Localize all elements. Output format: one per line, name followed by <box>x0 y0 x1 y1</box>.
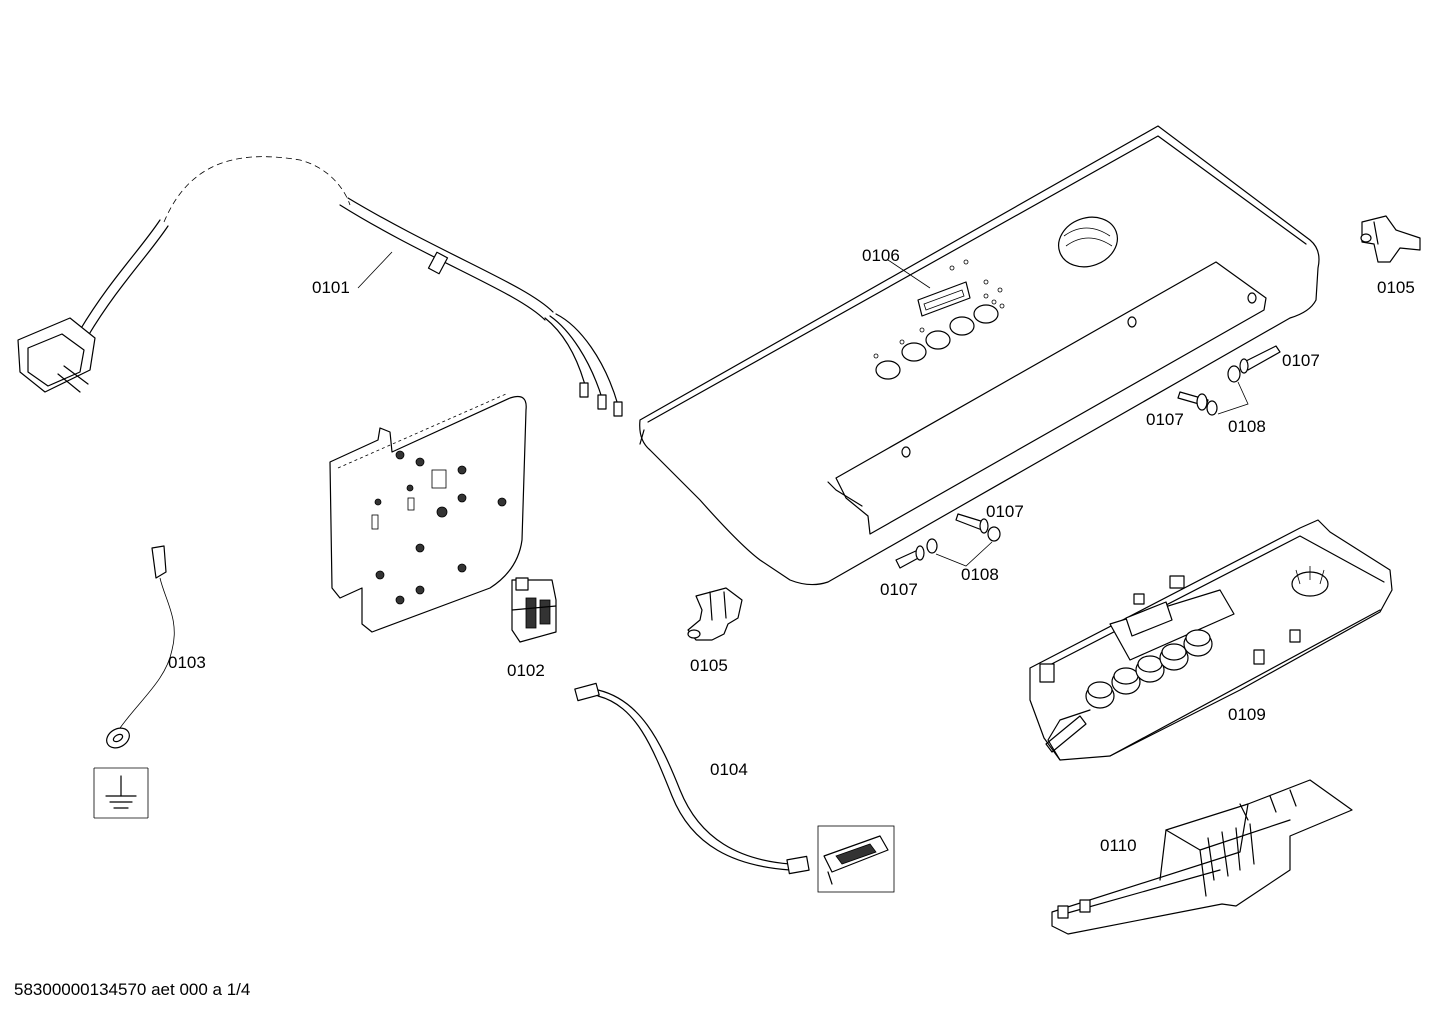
filter-component-illustration <box>511 577 557 643</box>
ground-symbol-icon <box>93 767 149 819</box>
clip-top-right-illustration <box>1360 215 1421 263</box>
label-0101: 0101 <box>312 278 350 297</box>
ground-wire-illustration <box>106 545 175 749</box>
leader-0101 <box>357 251 393 289</box>
label-0110: 0110 <box>1100 836 1137 855</box>
wire-harness-illustration <box>574 682 895 893</box>
label-0104: 0104 <box>710 760 748 779</box>
screw-set-upper-illustration <box>1177 345 1281 416</box>
label-0108-lower: 0108 <box>961 565 999 584</box>
electronic-module-illustration <box>1029 519 1393 761</box>
label-0105-middle: 0105 <box>690 656 728 675</box>
clip-middle-illustration <box>687 587 743 641</box>
label-0107-lower-left: 0107 <box>880 580 918 599</box>
bracket-illustration <box>1051 779 1353 935</box>
control-panel-illustration <box>639 125 1320 586</box>
drawing-number-footer: 58300000134570 aet 000 a 1/4 <box>14 980 251 999</box>
mounting-plate-illustration <box>329 393 527 633</box>
label-0105-top-right: 0105 <box>1377 278 1415 297</box>
leader-0106 <box>887 259 931 289</box>
label-0103: 0103 <box>168 653 206 672</box>
label-0107-upper-left: 0107 <box>1146 410 1184 429</box>
label-0107-lower-right: 0107 <box>986 502 1024 521</box>
label-0109: 0109 <box>1228 705 1266 724</box>
power-cord-illustration <box>17 156 623 417</box>
label-0106: 0106 <box>862 246 900 265</box>
label-0102: 0102 <box>507 661 545 680</box>
screw-set-lower-illustration <box>895 513 1001 569</box>
label-0108-upper: 0108 <box>1228 417 1266 436</box>
label-0107-upper-right: 0107 <box>1282 351 1320 370</box>
